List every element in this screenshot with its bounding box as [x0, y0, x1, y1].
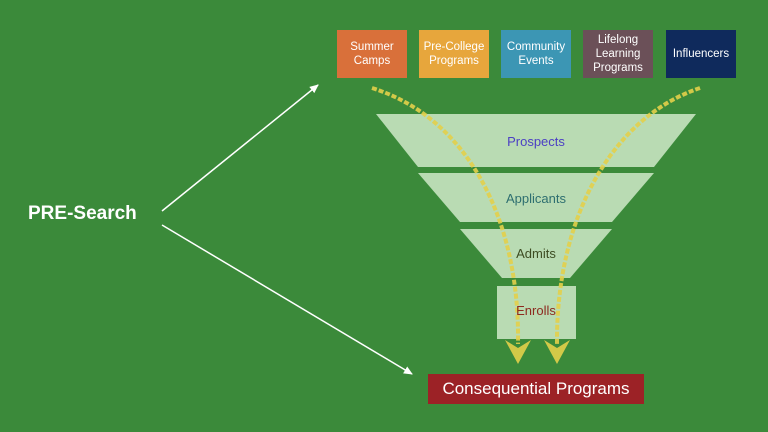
funnel-tier-admits — [460, 229, 612, 278]
flow-arrow-right — [544, 86, 701, 364]
source-box-influencers: Influencers — [666, 30, 736, 78]
source-label: Summer Camps — [350, 41, 394, 67]
source-box-community-events: Community Events — [501, 30, 571, 78]
funnel-tier-applicants — [418, 173, 654, 222]
source-label: Influencers — [672, 48, 730, 60]
funnel-tier-prospects — [376, 114, 696, 167]
outcome-box-consequential-programs: Consequential Programs — [428, 374, 644, 404]
arrow-to-outcome — [161, 224, 413, 375]
stage-label-applicants: Applicants — [506, 191, 566, 206]
source-box-summer-camps: Summer Camps — [337, 30, 407, 78]
source-label: Pre-College Programs — [423, 41, 485, 67]
source-label: Community Events — [506, 41, 566, 67]
pre-search-label: PRE-Search — [28, 203, 137, 224]
stage-label-prospects: Prospects — [507, 134, 565, 149]
source-box-lifelong-learning-programs: Lifelong Learning Programs — [583, 30, 653, 78]
stage-label-admits: Admits — [516, 246, 556, 261]
source-box-pre-college-programs: Pre-College Programs — [419, 30, 489, 78]
source-label: Lifelong Learning Programs — [593, 34, 643, 74]
funnel-tier-enrolls — [497, 286, 576, 339]
stage-label-enrolls: Enrolls — [516, 303, 556, 318]
flow-arrow-left — [371, 86, 531, 364]
arrow-to-sources — [161, 84, 319, 212]
